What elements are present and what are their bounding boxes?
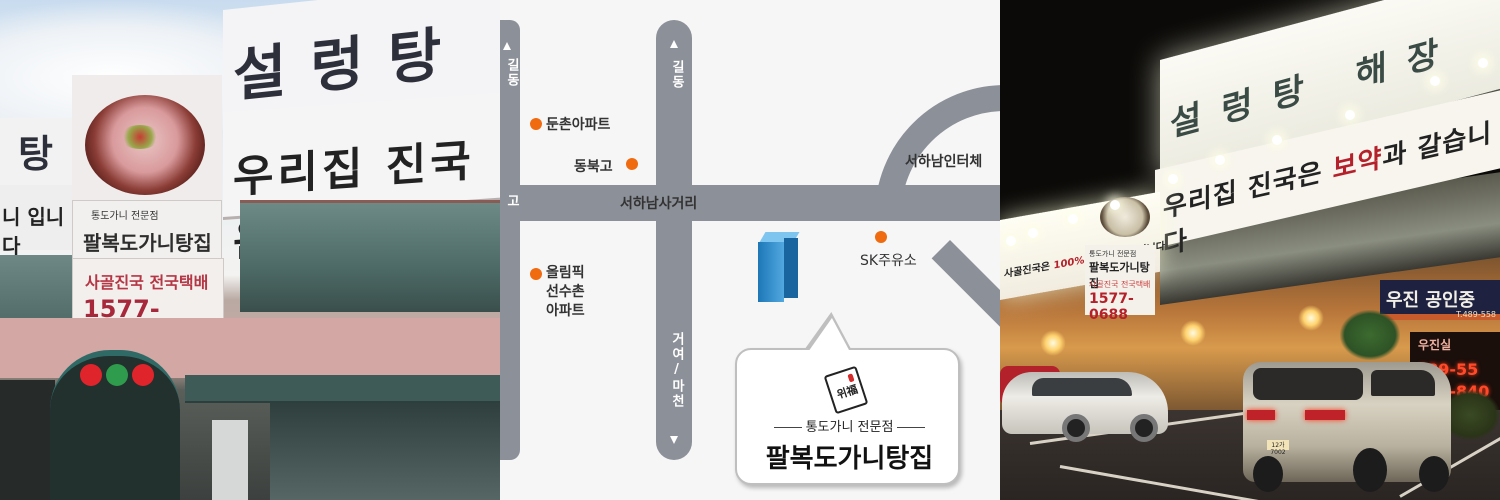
arrow-up-icon (670, 40, 678, 48)
restaurant-logo-icon: 위福 (823, 365, 869, 415)
left-sign-bottom: 니 입니다 (0, 185, 72, 258)
location-map: 길동 고 길동 거여/마천 서하남사거리 서하남인터체 둔촌아파트 동북고 SK… (500, 0, 1000, 500)
interchange-label: 서하남인터체 (905, 154, 983, 170)
landmark-sk-gas-station: SK주유소 (860, 253, 917, 269)
realtor-sign: 우진 공인중 T.489-558 (1380, 280, 1500, 320)
landmark-dot (530, 268, 542, 280)
left-road-label: 길동 (504, 58, 519, 88)
shop-tagline: 통도가니 전문점 (91, 211, 159, 222)
landmark-olympic-village-apt: 올림픽 선수촌 아파트 (546, 265, 585, 319)
soup-bowl-image (85, 95, 205, 195)
entrance-canopy (50, 350, 180, 500)
upper-windows (240, 200, 500, 312)
landmark-dongbuk-high: 동북고 (574, 159, 613, 175)
left-sign-top: 탕 (0, 118, 72, 198)
green-awning (185, 375, 500, 403)
left-road-bottom-label: 고 (504, 194, 519, 209)
vending-machine (212, 420, 248, 500)
soup-bowl-image (1100, 197, 1150, 237)
night-storefront-photo: 설렁탕 해장 우리집 진국은 보약과 갈습니다 사골진국은 100% 무릎도가니… (1000, 0, 1500, 500)
tree (1340, 310, 1400, 360)
roof-light (1215, 155, 1225, 165)
daytime-storefront-photo: 탕 니 입니다 설렁탕 우리집 진국은 통도가니 전문점 팔복도가니탕집 사골진… (0, 0, 500, 500)
left-shadow (0, 380, 55, 500)
roof-light (1006, 236, 1016, 246)
roof-light (1168, 174, 1178, 184)
wall-lamp (1180, 320, 1206, 346)
landmark-dunchon-apt: 둔촌아파트 (546, 117, 611, 133)
license-plate: 12가7002 (1267, 440, 1289, 456)
wall-lamp (1040, 330, 1066, 356)
roof-light (1110, 200, 1120, 210)
delivery-text: 사골진국 전국택배 (85, 273, 209, 292)
intersection-label: 서하남사거리 (620, 196, 698, 212)
center-road-bottom-label: 거여/마천 (669, 332, 684, 409)
road-left-vertical (500, 20, 520, 460)
road-center-vertical (656, 20, 692, 460)
shop-name-sign: 통도가니 전문점 팔복도가니탕집 사골진국 전국택배 1577-0688 (1085, 245, 1155, 323)
roof-light (1272, 135, 1282, 145)
roof-light (1345, 110, 1355, 120)
callout-tagline: 통도가니 전문점 (747, 416, 952, 435)
shop-name: 팔복도가니탕집 (83, 231, 212, 255)
roof-light (1068, 214, 1078, 224)
shop-name-sign: 통도가니 전문점 팔복도가니탕집 (72, 200, 222, 266)
white-sedan (1002, 372, 1168, 442)
landmark-dot (875, 231, 887, 243)
restaurant-building-icon (758, 232, 800, 302)
roof-light (1028, 228, 1038, 238)
arrow-down-icon (670, 436, 678, 444)
shop-window (270, 403, 500, 500)
restaurant-callout: 위福 통도가니 전문점 팔복도가니탕집 (735, 348, 960, 485)
arrow-up-icon (503, 42, 511, 50)
wall-lamp (1298, 305, 1324, 331)
roof-light (1430, 76, 1440, 86)
silver-suv: 12가7002 (1243, 362, 1451, 492)
roof-light (1478, 58, 1488, 68)
callout-title: 팔복도가니탕집 (765, 444, 934, 474)
canopy-logo (80, 364, 154, 386)
landmark-dot (626, 158, 638, 170)
landmark-dot (530, 118, 542, 130)
center-road-top-label: 길동 (669, 60, 684, 90)
